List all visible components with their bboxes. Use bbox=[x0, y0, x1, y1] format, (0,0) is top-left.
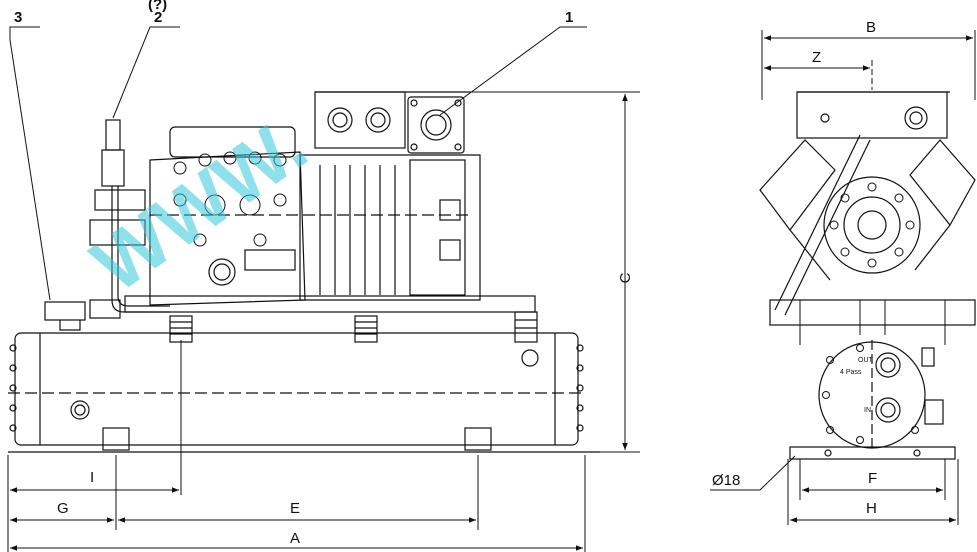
dim-A: A bbox=[290, 530, 300, 547]
dim-I: I bbox=[90, 469, 94, 486]
base-rail bbox=[124, 295, 536, 313]
dim-F: F bbox=[868, 470, 877, 487]
side-dimensions bbox=[710, 30, 976, 525]
dim-E: E bbox=[290, 500, 300, 517]
tank-foot-left bbox=[102, 427, 130, 451]
front-dimensions bbox=[7, 91, 640, 552]
valve-3 bbox=[44, 301, 86, 321]
watermark: WWW. bbox=[77, 100, 323, 309]
receiver-tank bbox=[14, 332, 579, 446]
tank-port-right bbox=[521, 349, 539, 367]
header-fragment: (?) bbox=[148, 0, 167, 13]
front-view bbox=[8, 91, 600, 453]
suction-flange bbox=[407, 96, 465, 154]
callout-1: 1 bbox=[565, 9, 573, 26]
dim-G: G bbox=[57, 500, 69, 517]
spring-mount-2 bbox=[354, 315, 378, 343]
callout-2: 2 bbox=[154, 9, 162, 26]
dim-B: B bbox=[866, 19, 876, 36]
sight-glass bbox=[208, 258, 236, 286]
dim-Z: Z bbox=[812, 49, 821, 66]
side-view bbox=[759, 91, 976, 460]
tank-port-left bbox=[70, 400, 90, 420]
valve-2 bbox=[105, 119, 121, 151]
side-crankcase bbox=[823, 176, 921, 274]
label-out: OUT bbox=[858, 357, 874, 364]
motor-body bbox=[299, 154, 481, 301]
label-in: IN bbox=[864, 407, 871, 414]
tank-foot-right bbox=[464, 427, 492, 451]
dim-hole-diameter: Ø18 bbox=[712, 472, 740, 489]
label-4-pass: 4 Pass bbox=[840, 369, 862, 376]
dim-H: H bbox=[866, 500, 877, 517]
callouts bbox=[9, 26, 587, 301]
callout-3: 3 bbox=[14, 9, 22, 26]
dim-C: C bbox=[617, 272, 634, 283]
spring-mount-1 bbox=[169, 315, 193, 343]
spring-mount-3 bbox=[514, 311, 538, 343]
